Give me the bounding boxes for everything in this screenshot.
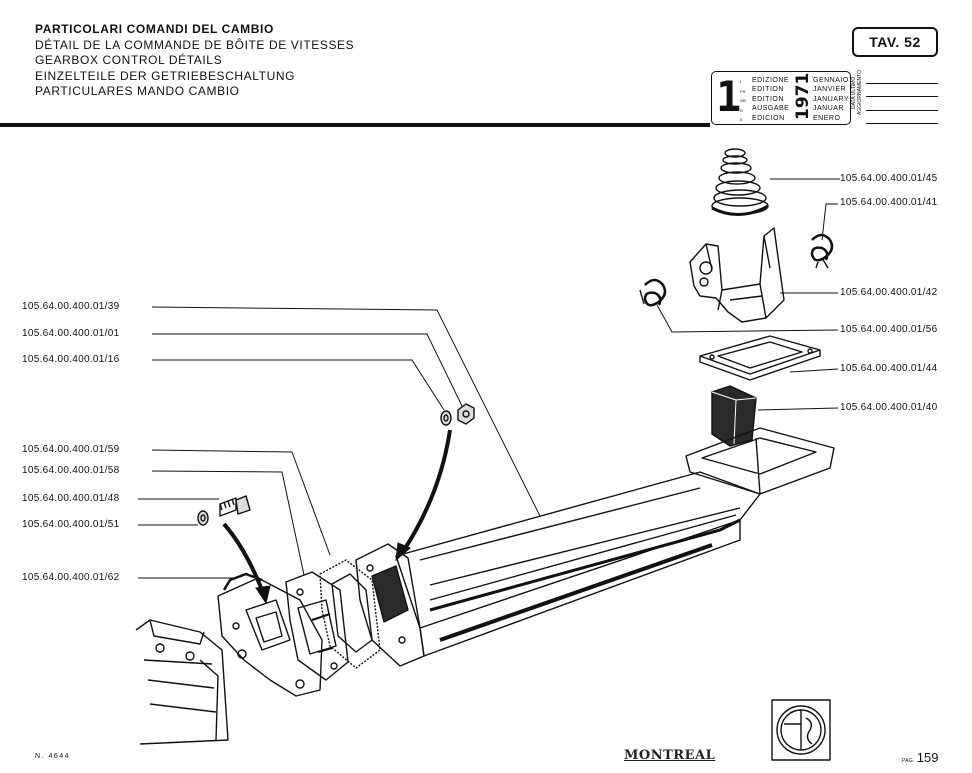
part-label-48: 105.64.00.400.01/48 [22, 493, 120, 504]
cover-part-62 [217, 572, 333, 697]
edition-number: 1 [716, 72, 742, 121]
title-english: GEARBOX CONTROL DÉTAILS [35, 53, 223, 68]
update-lines [866, 70, 938, 124]
page-number: PAG.159 [902, 749, 938, 767]
title-german: EINZELTEILE DER GETRIEBESCHALTUNG [35, 68, 296, 83]
part-label-62: 105.64.00.400.01/62 [22, 572, 120, 583]
part-label-16: 105.64.00.400.01/16 [22, 354, 120, 365]
part-label-39: 105.64.00.400.01/39 [22, 301, 120, 312]
part-label-40: 105.64.00.400.01/40 [840, 402, 938, 413]
arrow-head-2 [255, 585, 271, 605]
part-label-56: 105.64.00.400.01/56 [840, 324, 938, 335]
plate-number: TAV. 52 [852, 27, 938, 57]
plate-part-44 [699, 335, 821, 381]
bracket-part-42 [689, 227, 785, 323]
title-french: DÉTAIL DE LA COMMANDE DE BÔITE DE VITESS… [35, 37, 355, 52]
bolt-part-48 [219, 495, 251, 517]
page-prefix: PAG. [902, 758, 915, 764]
header-rule [0, 123, 710, 127]
washer-part-51 [197, 510, 209, 526]
part-label-45: 105.64.00.400.01/45 [840, 173, 938, 184]
part-label-44: 105.64.00.400.01/44 [840, 363, 938, 374]
leader-40 [757, 407, 839, 411]
brand-logo: MONTREAL [624, 748, 716, 763]
spring-part-41 [810, 233, 834, 269]
housing-part-39 [355, 427, 835, 667]
leader-39 [151, 306, 541, 517]
nut-part-01 [457, 403, 475, 425]
title-block: PARTICOLARI COMANDI DEL CAMBIO DÉTAIL DE… [35, 22, 354, 100]
arrow-nut-to-housing [402, 429, 452, 552]
part-label-51: 105.64.00.400.01/51 [22, 519, 120, 530]
title-italian: PARTICOLARI COMANDI DEL CAMBIO [35, 22, 274, 36]
leader-01 [152, 333, 464, 409]
leader-44 [789, 368, 839, 373]
document-number: N. 4644 [35, 753, 71, 760]
spring-part-56 [639, 278, 667, 307]
title-spanish: PARTICULARES MANDO CAMBIO [35, 84, 240, 99]
part-label-58: 105.64.00.400.01/58 [22, 465, 120, 476]
part-label-41: 105.64.00.400.01/41 [840, 197, 938, 208]
leader-56 [656, 304, 839, 333]
part-label-01: 105.64.00.400.01/01 [22, 328, 120, 339]
shift-block-part-40 [711, 385, 757, 447]
page-number-value: 159 [916, 750, 939, 765]
spring-part-45 [711, 148, 769, 216]
leader-41 [821, 203, 838, 241]
arrow-bolt-to-plate [222, 522, 264, 591]
part-label-59: 105.64.00.400.01/59 [22, 444, 120, 455]
leader-16 [152, 359, 445, 411]
alfa-romeo-logo-icon [771, 699, 831, 761]
leader-59 [151, 449, 331, 556]
leader-58 [151, 470, 305, 576]
edition-months: GENNAIO JANVIER JANUARY JANUAR ENERO [813, 77, 850, 122]
gearbox-body [135, 619, 229, 745]
plate-part-58 [285, 571, 349, 681]
part-label-42: 105.64.00.400.01/42 [840, 287, 938, 298]
washer-part-16 [440, 410, 452, 426]
edition-words: EDIZIONE EDITION EDITION AUSGABE EDICION [752, 77, 790, 122]
